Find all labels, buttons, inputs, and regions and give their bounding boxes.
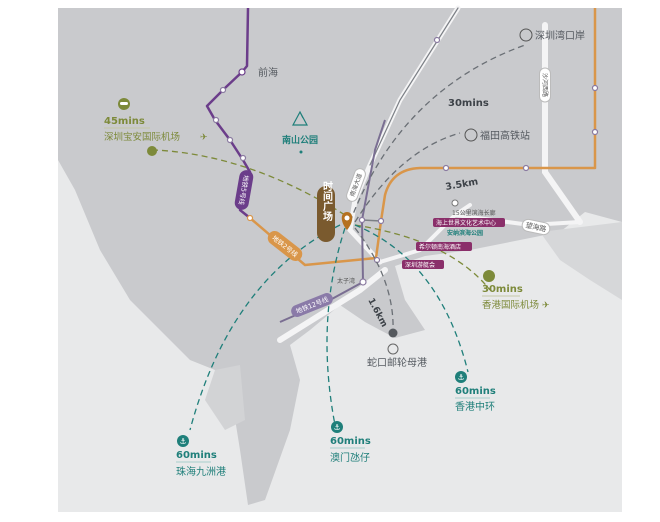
baoan-dot <box>147 146 157 156</box>
anchor-glyph: ⚓ <box>457 373 464 382</box>
ferry-label: 香港中环 <box>455 400 495 413</box>
baoan-time: 45mins <box>104 116 145 127</box>
train-station-icon <box>464 128 478 142</box>
svg-text:希尔顿南海酒店: 希尔顿南海酒店 <box>419 243 461 251</box>
shenzhenbay-time: 30mins <box>448 98 489 109</box>
metro-stations <box>212 36 599 286</box>
svg-text:海上世界文化艺术中心: 海上世界文化艺术中心 <box>436 219 496 227</box>
road-shahe-pill: 沙河西路 <box>539 67 551 103</box>
land-shenzhen <box>58 8 622 505</box>
mountain-icon <box>291 110 309 126</box>
shekou-label: 蛇口邮轮母港 <box>367 356 427 369</box>
station-qianhai: 前海 <box>258 66 278 79</box>
time-square-label: 时间广场 <box>317 180 335 242</box>
anchor-glyph: ⚓ <box>179 437 186 446</box>
svg-text:时间广场: 时间广场 <box>321 180 333 222</box>
plane-icon: ✈ <box>542 301 550 311</box>
pin-icon <box>519 28 533 42</box>
shekou-dot <box>388 328 398 338</box>
ferry-label: 珠海九洲港 <box>176 465 226 478</box>
poi-tag: 深圳游艇会 <box>402 260 444 269</box>
park-dot <box>299 150 303 154</box>
svg-text:沙河西路: 沙河西路 <box>541 73 549 97</box>
svg-text:深圳游艇会: 深圳游艇会 <box>405 261 435 269</box>
promenade-icon <box>451 199 459 207</box>
location-pin-icon <box>341 212 353 230</box>
ferry-time: 60mins <box>330 436 371 447</box>
land-hk <box>540 222 622 300</box>
land-island <box>205 365 245 430</box>
baoan-label: 深圳宝安国际机场 <box>104 131 180 143</box>
anchor-icon <box>455 371 467 383</box>
line-5-pill: 地铁5号线 <box>234 170 254 210</box>
plane-icon: ✈ <box>200 133 208 143</box>
anchor-icon <box>331 421 343 433</box>
shenzhenbay-label: 深圳湾口岸 <box>535 29 585 42</box>
car-icon <box>483 270 495 282</box>
poi-park2: 安纳滨海公园 <box>447 229 483 237</box>
hkairport-time: 30mins <box>482 284 523 295</box>
road-nanhai-pill: 南海大道 <box>346 168 366 202</box>
station-taiziwan: 太子湾 <box>337 277 355 285</box>
road-wanghai-pill: 望海路 <box>521 218 551 236</box>
anchor-icon <box>177 435 189 447</box>
ferry-zhuhai: ⚓ 60mins 珠海九洲港 <box>176 435 226 478</box>
ferry-label: 澳门氹仔 <box>330 451 370 464</box>
park-label: 南山公园 <box>282 134 318 146</box>
car-icon-body <box>120 102 128 105</box>
ferry-time: 60mins <box>176 450 217 461</box>
line-2 <box>249 8 597 267</box>
anchor-glyph: ⚓ <box>333 423 340 432</box>
ferry-hongkong: ⚓ 60mins 香港中环 <box>455 371 496 413</box>
poi-tag: 希尔顿南海酒店 <box>416 242 472 251</box>
poi-tag: 海上世界文化艺术中心 <box>433 218 505 227</box>
promenade-label: 15公里滨海长廊 <box>452 209 496 217</box>
ferry-macau: ⚓ 60mins 澳门氹仔 <box>330 421 371 464</box>
hkairport-label: 香港国际机场 <box>482 299 539 311</box>
ship-icon <box>387 343 399 355</box>
svg-text:望海路: 望海路 <box>525 220 547 233</box>
futian-label: 福田高铁站 <box>480 129 530 142</box>
ferry-time: 60mins <box>455 386 496 397</box>
